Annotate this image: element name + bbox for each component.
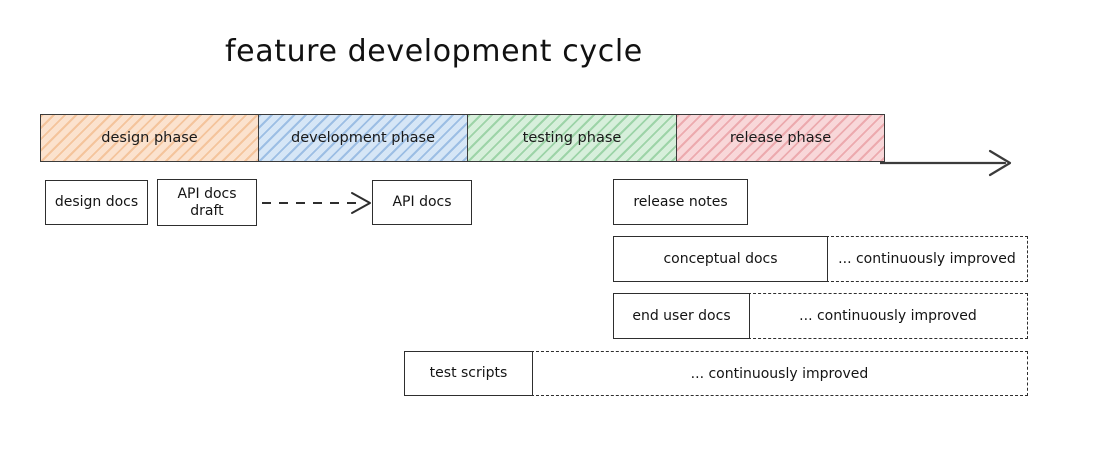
dashed-arrow-icon — [262, 192, 371, 214]
artifact-api-docs-draft[interactable]: API docs draft — [157, 179, 257, 226]
continuous-improvement-conceptual: ... continuously improved — [826, 236, 1028, 282]
phase-release-label: release phase — [729, 130, 832, 146]
page-title: feature development cycle — [225, 34, 643, 69]
timeline-arrow-icon — [880, 149, 1012, 177]
artifact-design-docs[interactable]: design docs — [45, 180, 148, 225]
phase-design-label: design phase — [101, 130, 198, 146]
phase-testing[interactable]: testing phase — [467, 114, 677, 162]
phase-design[interactable]: design phase — [40, 114, 259, 162]
continuous-improvement-end-user: ... continuously improved — [748, 293, 1028, 339]
phase-development[interactable]: development phase — [258, 114, 468, 162]
phase-release[interactable]: release phase — [676, 114, 885, 162]
phase-development-label: development phase — [290, 130, 436, 146]
artifact-end-user-docs[interactable]: end user docs — [613, 293, 750, 339]
artifact-release-notes[interactable]: release notes — [613, 179, 748, 225]
artifact-api-docs[interactable]: API docs — [372, 180, 472, 225]
phase-testing-label: testing phase — [522, 130, 622, 146]
continuous-improvement-test-scripts: ... continuously improved — [531, 351, 1028, 396]
artifact-test-scripts[interactable]: test scripts — [404, 351, 533, 396]
artifact-conceptual-docs[interactable]: conceptual docs — [613, 236, 828, 282]
